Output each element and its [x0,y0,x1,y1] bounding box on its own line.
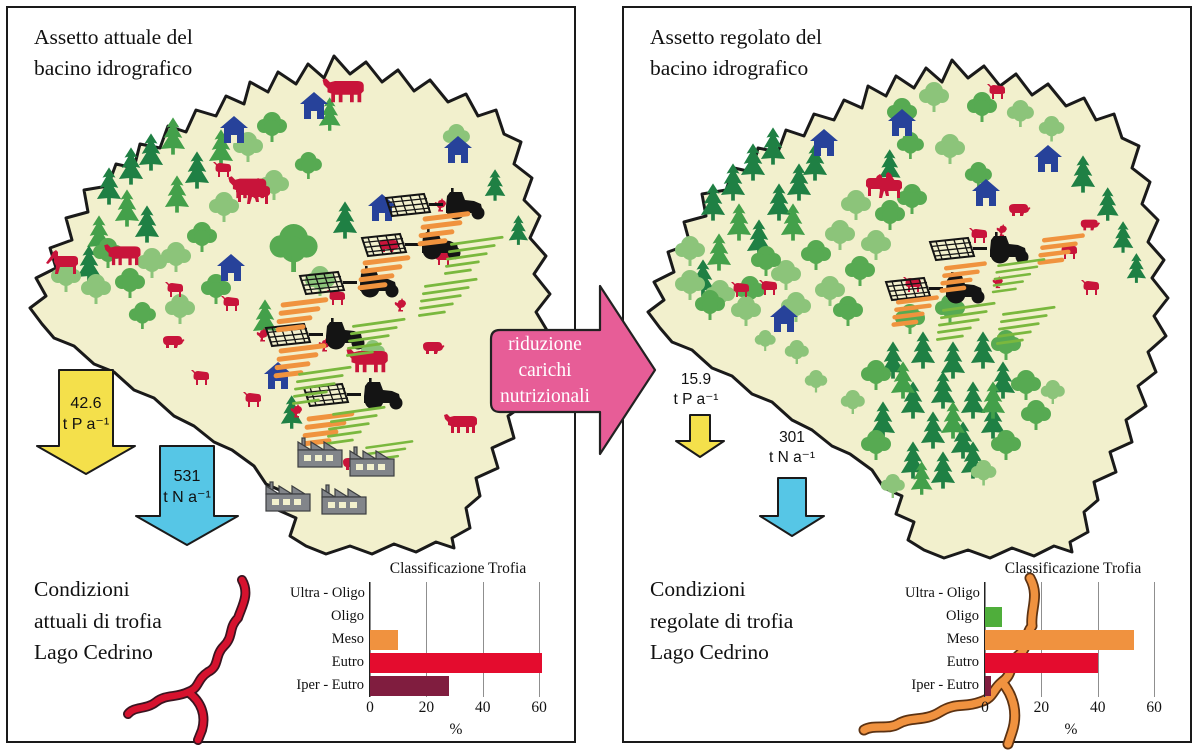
category-label: Iper - Eutro [296,677,364,693]
x-tick-label: 20 [418,699,435,716]
bar-meso [985,629,1135,650]
p-load-value: 15.9 [680,371,712,388]
chart-title: Classificazione Trofia [1004,560,1142,577]
reduction-arrow: riduzione carichi nutrizionali [488,282,658,458]
category-label: Oligo [945,608,979,624]
chart-x-axis-label: % [1064,721,1078,738]
label-line: nutrizionali [500,386,590,407]
chart-title: Classificazione Trofia [389,560,527,577]
right-condition-label: Condizioni regolate di trofia Lago Cedri… [650,574,793,669]
gridline-40 [482,582,484,697]
chart-plot-area: 0 20 40 60 [981,582,1171,716]
left-panel-title: Assetto attuale del bacino idrografico [34,22,193,84]
p-load-unit: t P a⁻¹ [63,416,109,433]
category-label: Ultra - Oligo [905,585,980,601]
x-tick-label: 0 [366,699,374,716]
condition-line: attuali di trofia [34,608,162,633]
category-label: Meso [946,631,979,647]
category-label: Eutro [946,654,979,670]
x-tick-label: 40 [474,699,491,716]
x-tick-label: 20 [1033,699,1050,716]
label-line: riduzione [508,334,582,355]
chart-x-axis-label: % [449,721,463,738]
lake-cedrino-current [123,575,251,745]
gridline-60 [1154,582,1156,697]
category-label: Ultra - Oligo [290,585,365,601]
category-label: Iper - Eutro [911,677,979,693]
condition-line: Condizioni [34,577,130,601]
label-line: carichi [518,360,572,381]
nitrogen-arrow-left: 531 t N a⁻¹ [135,445,239,546]
phosphorus-load-right: 15.9 t P a⁻¹ [638,370,754,410]
right-panel-title: Assetto regolato del bacino idrografico [650,22,822,84]
x-tick-label: 60 [531,699,547,716]
title-line: bacino idrografico [650,56,809,80]
bar-iper-eutro [370,675,449,696]
n-load-value: 301 [779,429,805,446]
lake-cedrino-regulated [858,572,1040,750]
category-label: Meso [331,631,364,647]
nitrogen-load-right: 301 t N a⁻¹ [736,428,848,468]
p-load-value: 42.6 [70,395,101,412]
bar-eutro [985,652,1098,673]
condition-line: regolate di trofia [650,608,794,633]
x-tick-label: 40 [1089,699,1106,716]
phosphorus-arrow-left: 42.6 t P a⁻¹ [36,369,136,475]
x-tick-label: 60 [1146,699,1162,716]
bar-oligo [985,606,1002,627]
watershed-map-regulated [646,58,1170,560]
x-tick-label: 0 [981,699,989,716]
title-line: bacino idrografico [34,56,193,80]
category-label: Eutro [331,654,364,670]
title-line: Assetto regolato del [650,25,822,49]
n-load-unit: t N a⁻¹ [163,489,211,506]
condition-line: Condizioni [650,577,746,601]
bar-meso [370,629,399,650]
left-condition-label: Condizioni attuali di trofia Lago Cedrin… [34,574,162,669]
n-load-value: 531 [174,468,201,485]
gridline-60 [539,582,541,697]
condition-line: Lago Cedrino [34,640,153,664]
nitrogen-arrow-right [759,477,825,537]
bar-iper-eutro [985,675,991,696]
n-load-unit: t N a⁻¹ [768,449,816,466]
gridline-20 [426,582,428,697]
reduction-arrow-shape [489,284,657,456]
phosphorus-arrow-right [675,414,725,458]
p-load-unit: t P a⁻¹ [673,391,719,408]
title-line: Assetto attuale del [34,25,193,49]
reduction-arrow-label: riduzione carichi nutrizionali [492,332,598,410]
category-label: Oligo [330,608,364,624]
bar-eutro [370,652,542,673]
condition-line: Lago Cedrino [650,640,769,664]
chart-plot-area: 0 20 40 60 [366,582,556,716]
